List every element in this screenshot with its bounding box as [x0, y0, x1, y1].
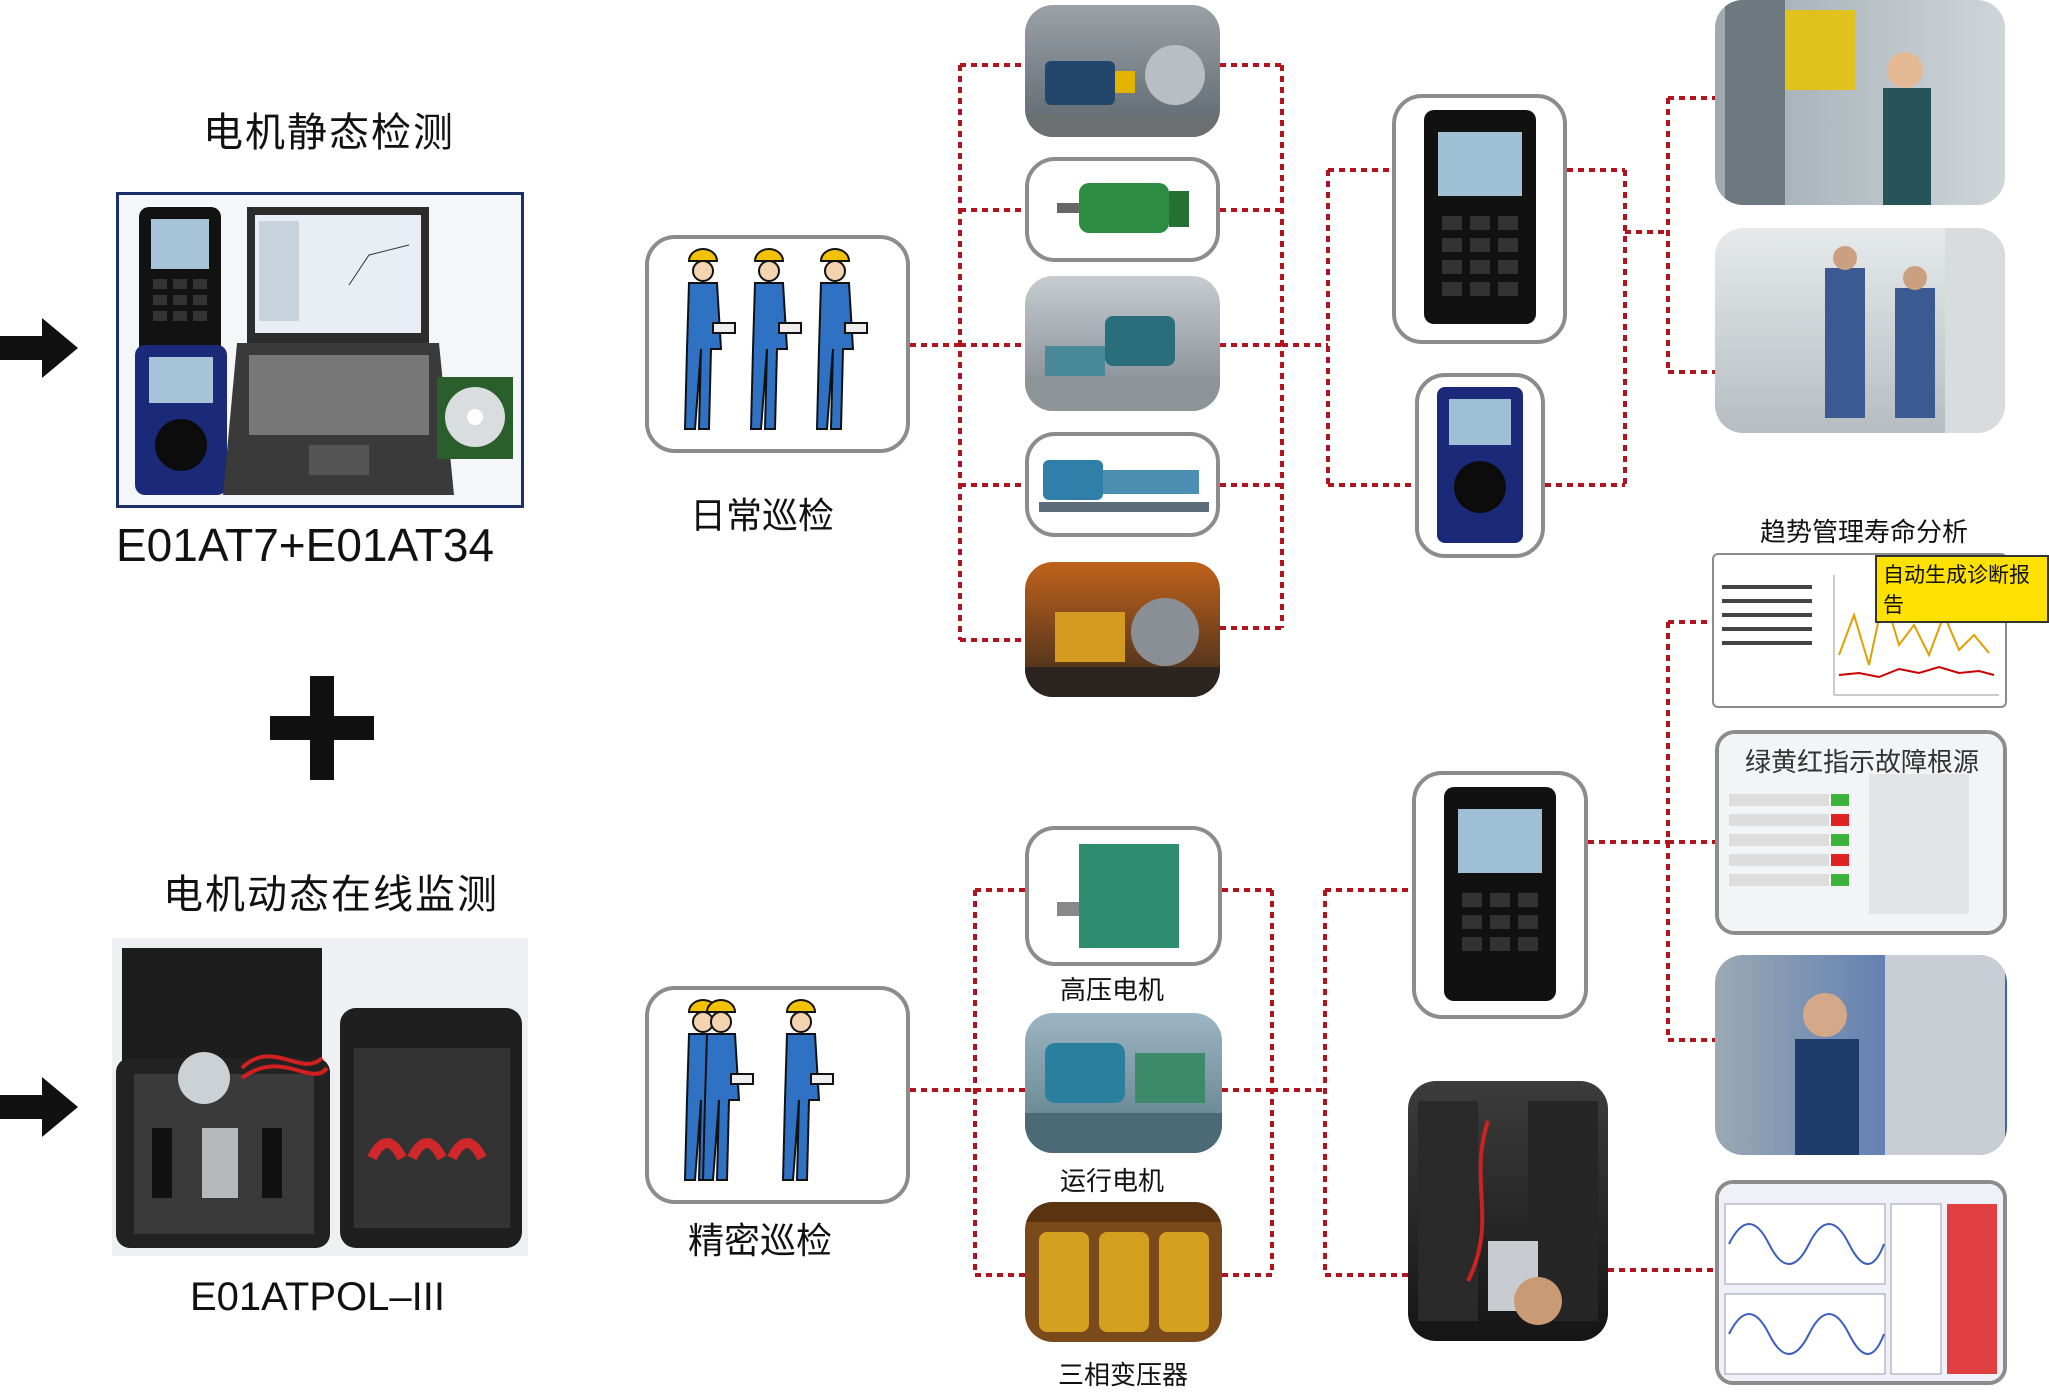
- daily-patrol-label: 日常巡检: [690, 496, 835, 537]
- photo-engineer-with-tablet: [1715, 955, 2007, 1155]
- online-monitor-kit-image: [112, 938, 528, 1256]
- static-model-label: E01AT7+E01AT34: [116, 519, 495, 571]
- dynamic-model-label: E01ATPOL–III: [190, 1275, 445, 1319]
- dynamic-monitor-title: 电机动态在线监测: [163, 872, 499, 918]
- equipment-photo-running-motor: [1025, 1013, 1222, 1153]
- caption-hv-motor: 高压电机: [1060, 976, 1165, 1006]
- arrow-right-icon: [0, 1077, 80, 1141]
- equipment-photo-transformer: [1025, 1202, 1222, 1342]
- daily-patrol-workers-box: [645, 235, 910, 453]
- static-kit-image: [116, 192, 524, 508]
- plus-icon: [270, 676, 374, 784]
- equipment-photo-industrial-plant: [1025, 562, 1220, 697]
- test-device-keypad-bottom: [1412, 771, 1588, 1019]
- traffic-light-screenshot: [1715, 730, 2007, 935]
- equipment-photo-pump-motor: [1025, 5, 1220, 137]
- equipment-photo-motor-room: [1025, 276, 1220, 411]
- precision-patrol-workers-box: [645, 986, 910, 1204]
- equipment-photo-multistage-pump: [1025, 432, 1220, 537]
- precision-patrol-label: 精密巡检: [688, 1221, 833, 1262]
- equipment-photo-hv-motor: [1025, 826, 1222, 966]
- auto-report-badge: 自动生成诊断报告: [1875, 555, 2049, 623]
- test-device-pro34: [1415, 373, 1545, 558]
- arrow-right-icon: [0, 318, 80, 382]
- photo-engineer-at-cabinet: [1715, 0, 2005, 205]
- photo-clamp-meter-panel: [1408, 1081, 1608, 1341]
- photo-technicians-switchgear: [1715, 228, 2005, 433]
- traffic-light-title: 绿黄红指示故障根源: [1745, 748, 1980, 778]
- caption-transformer: 三相变压器: [1058, 1361, 1189, 1391]
- trend-analysis-title: 趋势管理寿命分析: [1760, 518, 1969, 548]
- static-test-title: 电机静态检测: [203, 110, 455, 156]
- waveform-software-screenshot: [1715, 1180, 2007, 1385]
- caption-running-motor: 运行电机: [1060, 1167, 1165, 1197]
- test-device-keypad-top: [1392, 94, 1567, 344]
- trend-chart-screenshot: [1712, 553, 2007, 708]
- equipment-photo-green-motor: [1025, 157, 1220, 262]
